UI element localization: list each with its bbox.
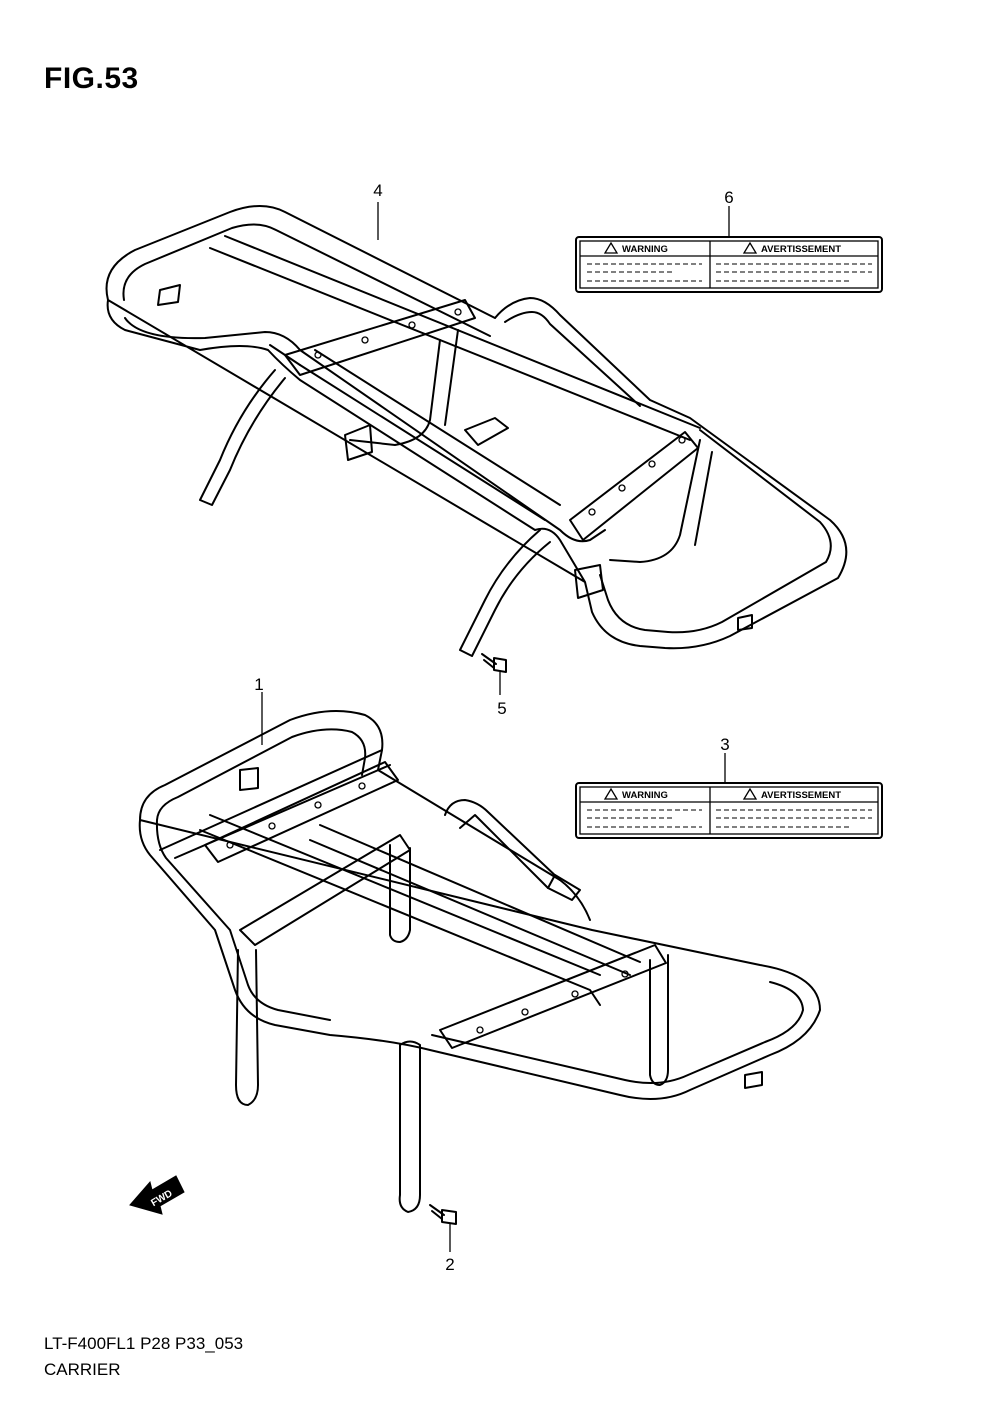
front-carrier-rack	[138, 710, 821, 1225]
warning-triangle-icon	[742, 241, 758, 254]
callout-part-3: 3	[720, 735, 729, 754]
warning-label-6: WARNING AVERTISSEMENT	[575, 236, 883, 293]
callout-part-1: 1	[254, 675, 263, 694]
callout-part-6: 6	[724, 188, 733, 207]
warning-label-3: WARNING AVERTISSEMENT	[575, 782, 883, 839]
label-warning-en: WARNING	[622, 244, 668, 255]
diagram-code: LT-F400FL1 P28 P33_053	[44, 1334, 244, 1353]
warning-triangle-icon	[603, 241, 619, 254]
warning-triangle-icon	[742, 787, 758, 800]
callout-part-2: 2	[445, 1255, 454, 1274]
label-warning-en: WARNING	[622, 790, 668, 801]
callout-part-5: 5	[497, 699, 506, 718]
rear-carrier-rack	[105, 205, 848, 673]
forward-arrow-icon: FWD	[129, 1175, 185, 1215]
label-warning-fr: AVERTISSEMENT	[761, 244, 841, 255]
label-warning-fr: AVERTISSEMENT	[761, 790, 841, 801]
warning-triangle-icon	[603, 787, 619, 800]
diagram-name: CARRIER	[44, 1360, 121, 1379]
figure-title: FIG.53	[44, 62, 139, 95]
callout-part-4: 4	[373, 181, 382, 200]
